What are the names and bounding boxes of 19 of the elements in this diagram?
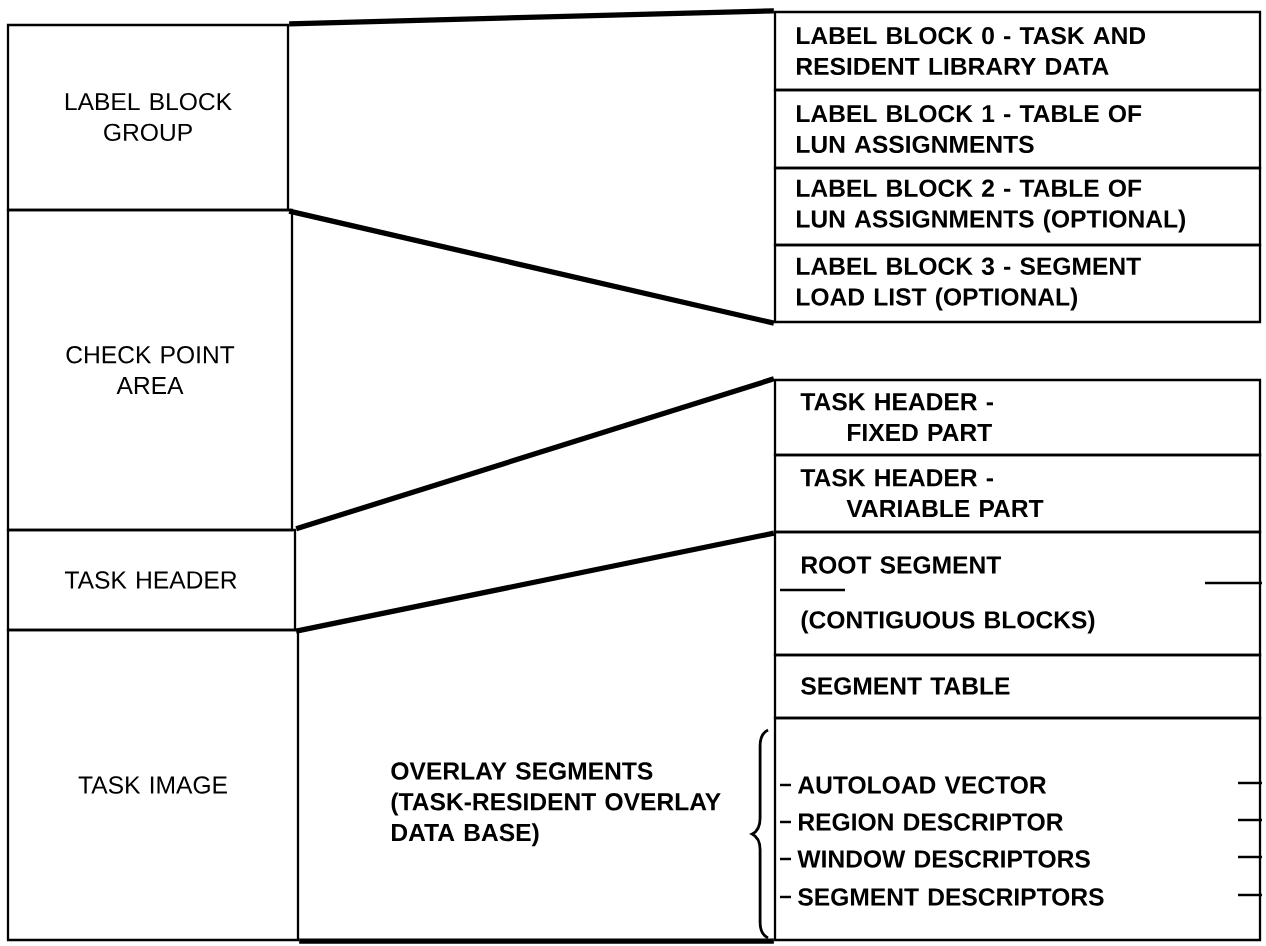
box: TASK HEADER - VARIABLE PART — [773, 453, 1262, 534]
text-label: OVERLAY SEGMENTS (TASK-RESIDENT OVERLAY DATA BASE) — [391, 762, 721, 847]
box: TASK HEADER - FIXED PART — [773, 378, 1262, 457]
box: ROOT SEGMENT (CONTIGUOUS BLOCKS) — [773, 530, 1262, 657]
connector-line — [295, 530, 775, 634]
connector-line — [299, 938, 774, 944]
box: LABEL BLOCK 3 - SEGMENT LOAD LIST (OPTIONAL) — [773, 243, 1262, 324]
connector-line — [288, 208, 775, 326]
box: LABEL BLOCK 0 - TASK AND RESIDENT LIBRARY DATA — [773, 10, 1262, 92]
box: SEGMENT TABLE — [773, 653, 1262, 720]
box: TASK IMAGE — [6, 628, 300, 942]
box: LABEL BLOCK GROUP — [6, 23, 290, 212]
box: LABEL BLOCK 1 - TABLE OF LUN ASSIGNMENTS — [773, 88, 1262, 170]
connector-line — [295, 376, 775, 532]
box: AUTOLOAD VECTOR REGION DESCRIPTOR WINDOW DESCRIPTORS SEGMENT DESCRIPTORS — [773, 716, 1262, 942]
box: TASK HEADER — [6, 528, 297, 632]
connector-line — [289, 8, 774, 27]
box: LABEL BLOCK 2 - TABLE OF LUN ASSIGNMENTS (OPTIONAL) — [773, 166, 1262, 247]
box: CHECK POINT AREA — [6, 208, 294, 532]
